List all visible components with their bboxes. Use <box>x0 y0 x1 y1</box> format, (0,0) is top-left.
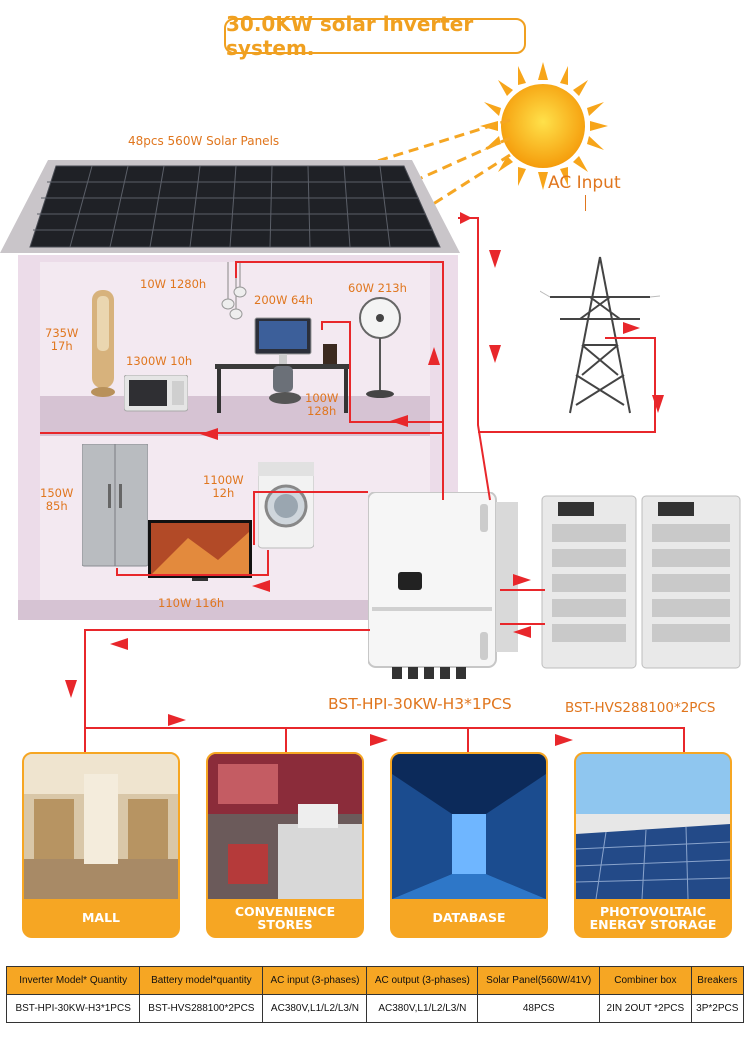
table-cell: 3P*2PCS <box>690 994 745 1023</box>
card-photovoltaic-energy-storage: PHOTOVOLTAIC ENERGY STORAGE <box>574 752 732 938</box>
ground-slab <box>18 600 458 620</box>
tv-icon <box>148 520 252 581</box>
air-tower-label: 735W 17h <box>45 326 79 353</box>
table-header-cell: AC output (3-phases) <box>366 966 479 995</box>
table-cell: 2IN 2OUT *2PCS <box>599 994 692 1023</box>
washer-icon <box>258 462 314 549</box>
fridge-label: 150W 85h <box>40 486 74 513</box>
tv-label: 110W 116h <box>158 596 225 610</box>
lamp-label: 10W 1280h <box>140 277 207 291</box>
washer-label: 1100W 12h <box>203 473 244 500</box>
table-cell: 48PCS <box>477 994 601 1023</box>
card-mall: MALL <box>22 752 180 938</box>
card-convenience-stores: CONVENIENCE STORES <box>206 752 364 938</box>
table-cell: BST-HVS288100*2PCS <box>139 994 264 1023</box>
microwave-icon <box>124 375 188 412</box>
wiring-diagram <box>40 212 685 752</box>
ac-input-label: AC Input <box>548 173 621 193</box>
table-cell: BST-HPI-30KW-H3*1PCS <box>5 994 141 1023</box>
table-cell: AC380V,L1/L2/L3/N <box>366 994 479 1023</box>
floor-slab <box>40 396 430 436</box>
fridge-icon <box>82 444 148 567</box>
card-database: DATABASE <box>390 752 548 938</box>
store-image <box>208 754 362 899</box>
table-header-cell: Breakers <box>690 966 745 995</box>
database-image <box>392 754 546 899</box>
solar-roof <box>0 160 460 253</box>
speaker-label: 100W 128h <box>305 391 339 418</box>
card-label-convenience-stores: CONVENIENCE STORES <box>234 903 336 932</box>
table-header-cell: AC input (3-phases) <box>262 966 368 995</box>
spec-table: Inverter Model* Quantity Battery model*q… <box>5 966 745 1023</box>
table-header-cell: Inverter Model* Quantity <box>5 966 141 995</box>
solar-panels-label: 48pcs 560W Solar Panels <box>128 134 280 148</box>
microwave-label: 1300W 10h <box>126 354 193 368</box>
table-cell: AC380V,L1/L2/L3/N <box>262 994 368 1023</box>
card-label-database: DATABASE <box>432 910 506 925</box>
table-header-cell: Solar Panel(560W/41V) <box>477 966 601 995</box>
mall-image <box>24 754 178 899</box>
power-tower-icon <box>540 256 660 414</box>
ac-input-leader <box>585 195 586 211</box>
inverter-label: BST-HPI-30KW-H3*1PCS <box>328 695 512 713</box>
battery-rack-icon <box>541 495 741 669</box>
computer-desk-icon <box>215 317 350 413</box>
table-header-row: Inverter Model* Quantity Battery model*q… <box>5 966 745 995</box>
fan-label: 60W 213h <box>348 281 407 295</box>
card-label-mall: MALL <box>81 910 121 925</box>
air-tower-icon <box>91 290 115 397</box>
battery-label: BST-HVS288100*2PCS <box>565 700 716 716</box>
fan-icon <box>359 297 401 398</box>
table-header-cell: Combiner box <box>599 966 692 995</box>
computer-label: 200W 64h <box>254 293 313 307</box>
card-label-photovoltaic: PHOTOVOLTAIC ENERGY STORAGE <box>589 903 717 932</box>
table-header-cell: Battery model*quantity <box>139 966 264 995</box>
table-row: BST-HPI-30KW-H3*1PCS BST-HVS288100*2PCS … <box>5 994 745 1023</box>
inverter-icon <box>368 492 518 679</box>
photovoltaic-image <box>576 754 730 899</box>
